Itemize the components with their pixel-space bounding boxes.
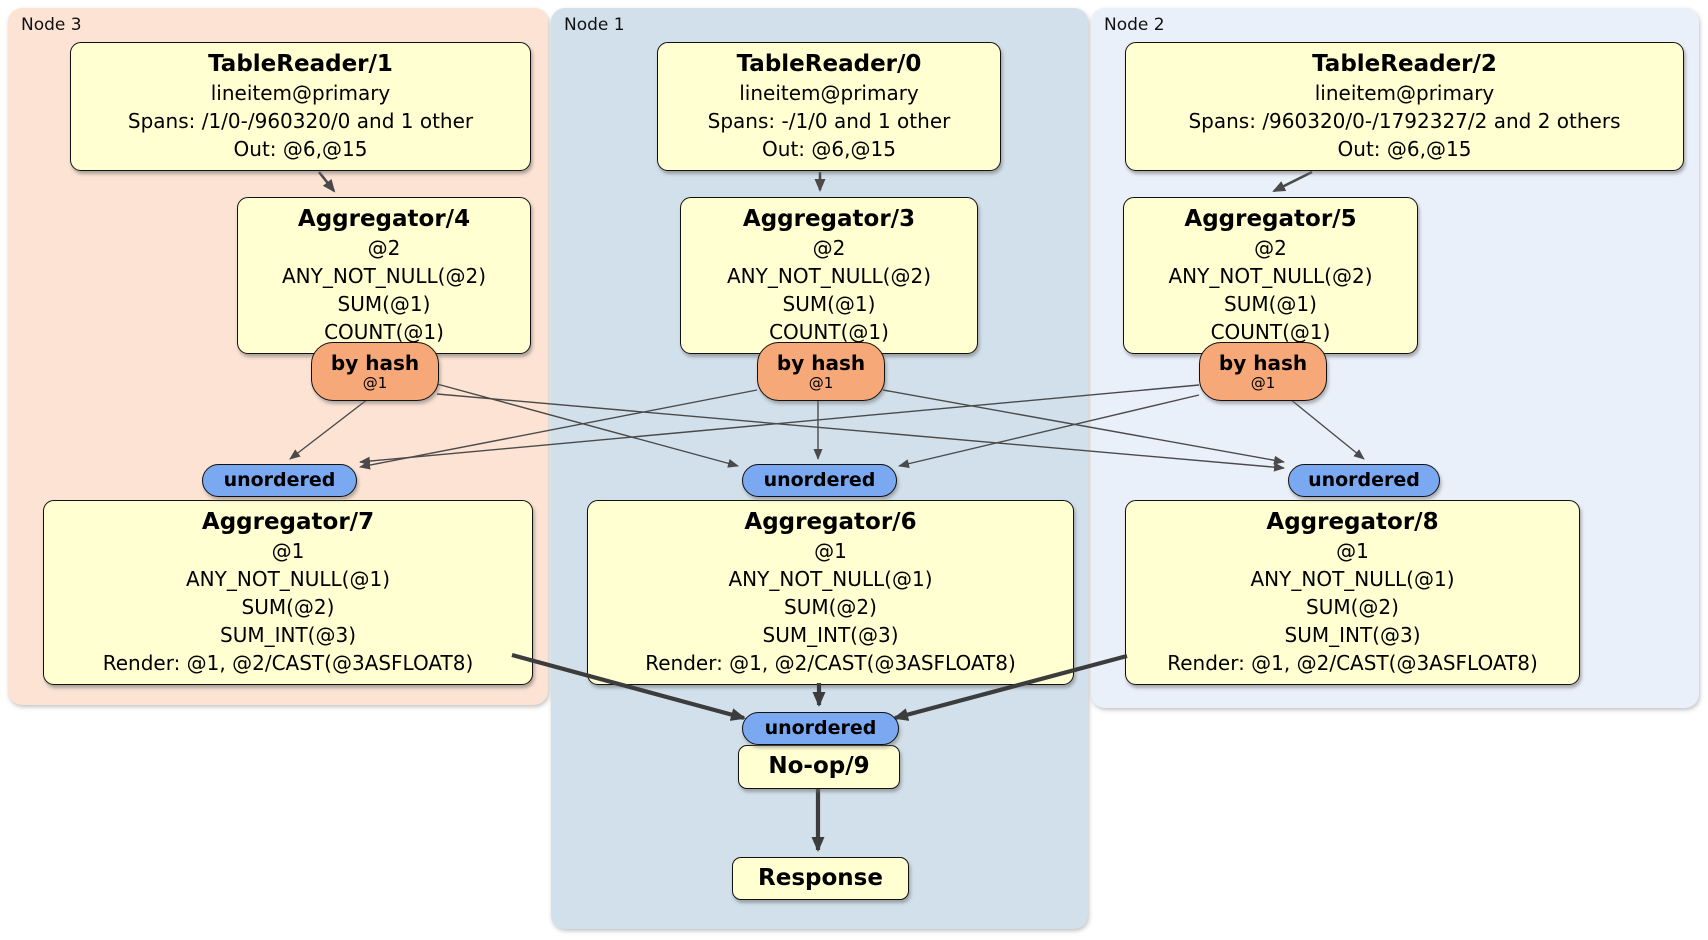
aggregator-7-fn2: SUM(@2)	[241, 595, 335, 619]
tablereader-0-box: TableReader/0 lineitem@primary Spans: -/…	[657, 42, 1001, 171]
aggregator-3-box: Aggregator/3 @2 ANY_NOT_NULL(@2) SUM(@1)…	[680, 197, 978, 354]
by-hash-router-node2-cols: @1	[1250, 373, 1276, 392]
aggregator-8-fn2: SUM(@2)	[1306, 595, 1399, 619]
aggregator-3-fn3: COUNT(@1)	[769, 320, 889, 344]
tablereader-0-title: TableReader/0	[736, 51, 922, 77]
panel-node1-label: Node 1	[564, 15, 625, 35]
panel-node2-label: Node 2	[1104, 15, 1165, 35]
tablereader-1-box: TableReader/1 lineitem@primary Spans: /1…	[70, 42, 531, 171]
by-hash-router-node3-label: by hash	[330, 350, 420, 375]
aggregator-5-fn1: ANY_NOT_NULL(@2)	[1168, 264, 1373, 288]
aggregator-6-box: Aggregator/6 @1 ANY_NOT_NULL(@1) SUM(@2)…	[587, 500, 1074, 685]
tablereader-2-box: TableReader/2 lineitem@primary Spans: /9…	[1125, 42, 1684, 171]
tablereader-0-out: Out: @6,@15	[762, 137, 896, 161]
by-hash-router-node3: by hash @1	[311, 342, 439, 401]
response-box: Response	[732, 857, 909, 900]
by-hash-router-node1: by hash @1	[757, 342, 885, 401]
by-hash-router-node2-label: by hash	[1218, 350, 1308, 375]
by-hash-router-node1-label: by hash	[776, 350, 866, 375]
aggregator-4-title: Aggregator/4	[297, 206, 471, 232]
aggregator-5-fn2: SUM(@1)	[1224, 292, 1317, 316]
unordered-sync-node1: unordered	[742, 464, 897, 497]
aggregator-7-groupcols: @1	[271, 539, 305, 563]
tablereader-0-index: lineitem@primary	[739, 81, 919, 105]
aggregator-3-fn2: SUM(@1)	[782, 292, 876, 316]
aggregator-4-fn3: COUNT(@1)	[324, 320, 444, 344]
unordered-sync-node3: unordered	[202, 464, 357, 497]
unordered-sync-final: unordered	[742, 712, 899, 745]
aggregator-6-title: Aggregator/6	[744, 509, 917, 535]
aggregator-7-fn1: ANY_NOT_NULL(@1)	[186, 567, 390, 591]
unordered-sync-node2: unordered	[1288, 464, 1440, 497]
aggregator-5-groupcols: @2	[1254, 236, 1287, 260]
aggregator-5-title: Aggregator/5	[1184, 206, 1357, 232]
tablereader-1-out: Out: @6,@15	[233, 137, 368, 161]
noop-box: No-op/9	[738, 745, 900, 789]
aggregator-4-fn2: SUM(@1)	[337, 292, 431, 316]
aggregator-8-groupcols: @1	[1336, 539, 1369, 563]
aggregator-6-fn3: SUM_INT(@3)	[762, 623, 899, 647]
tablereader-1-title: TableReader/1	[208, 51, 393, 77]
aggregator-6-groupcols: @1	[814, 539, 847, 563]
by-hash-router-node2: by hash @1	[1199, 342, 1327, 401]
aggregator-8-fn3: SUM_INT(@3)	[1284, 623, 1421, 647]
tablereader-2-title: TableReader/2	[1312, 51, 1497, 77]
aggregator-6-fn2: SUM(@2)	[784, 595, 877, 619]
aggregator-3-groupcols: @2	[812, 236, 846, 260]
tablereader-2-out: Out: @6,@15	[1337, 137, 1472, 161]
aggregator-6-render: Render: @1, @2/CAST(@3ASFLOAT8)	[645, 651, 1016, 675]
aggregator-7-title: Aggregator/7	[201, 509, 375, 535]
aggregator-8-box: Aggregator/8 @1 ANY_NOT_NULL(@1) SUM(@2)…	[1125, 500, 1580, 685]
tablereader-1-spans: Spans: /1/0-/960320/0 and 1 other	[127, 109, 474, 133]
aggregator-8-title: Aggregator/8	[1266, 509, 1439, 535]
by-hash-router-node3-cols: @1	[362, 373, 388, 392]
aggregator-4-fn1: ANY_NOT_NULL(@2)	[282, 264, 486, 288]
aggregator-8-fn1: ANY_NOT_NULL(@1)	[1250, 567, 1455, 591]
aggregator-6-fn1: ANY_NOT_NULL(@1)	[728, 567, 933, 591]
aggregator-7-box: Aggregator/7 @1 ANY_NOT_NULL(@1) SUM(@2)…	[43, 500, 533, 685]
aggregator-8-render: Render: @1, @2/CAST(@3ASFLOAT8)	[1167, 651, 1538, 675]
by-hash-router-node1-cols: @1	[808, 373, 834, 392]
aggregator-5-fn3: COUNT(@1)	[1210, 320, 1331, 344]
aggregator-3-title: Aggregator/3	[742, 206, 916, 232]
tablereader-2-spans: Spans: /960320/0-/1792327/2 and 2 others	[1188, 109, 1621, 133]
aggregator-4-groupcols: @2	[367, 236, 401, 260]
tablereader-1-index: lineitem@primary	[210, 81, 391, 105]
panel-node3-label: Node 3	[21, 15, 82, 35]
aggregator-4-box: Aggregator/4 @2 ANY_NOT_NULL(@2) SUM(@1)…	[237, 197, 531, 354]
aggregator-7-fn3: SUM_INT(@3)	[220, 623, 356, 647]
aggregator-7-render: Render: @1, @2/CAST(@3ASFLOAT8)	[102, 651, 474, 675]
tablereader-2-index: lineitem@primary	[1314, 81, 1495, 105]
aggregator-5-box: Aggregator/5 @2 ANY_NOT_NULL(@2) SUM(@1)…	[1123, 197, 1418, 354]
tablereader-0-spans: Spans: -/1/0 and 1 other	[707, 109, 951, 133]
aggregator-3-fn1: ANY_NOT_NULL(@2)	[727, 264, 931, 288]
